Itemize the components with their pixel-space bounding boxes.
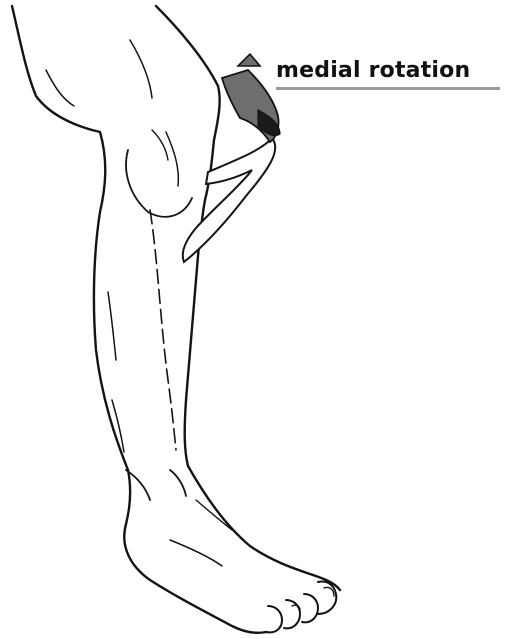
label-underline: [276, 87, 500, 90]
medial-rotation-label: medial rotation: [276, 60, 470, 82]
